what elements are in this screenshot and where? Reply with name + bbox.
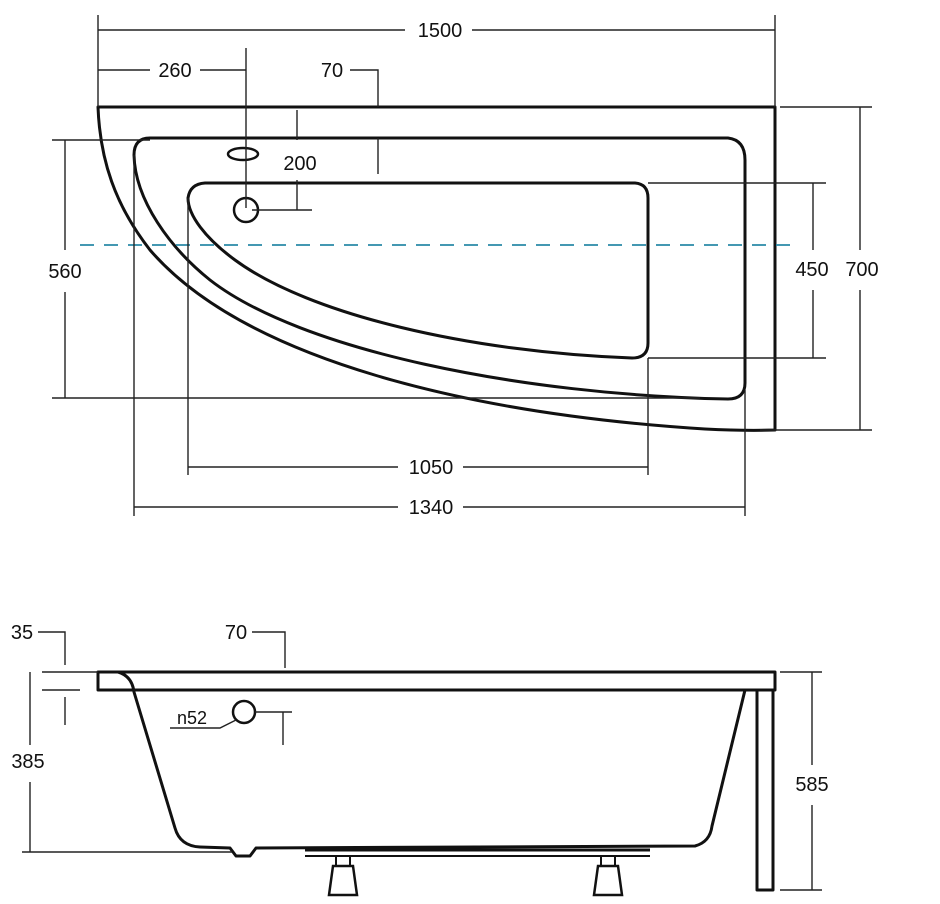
- dimension-waste-to-rim: 200: [252, 110, 317, 211]
- bottom-width-label: 450: [795, 259, 828, 281]
- inner-rim-width-label: 560: [48, 261, 81, 283]
- side-view: n52 35 70 385 585: [11, 622, 829, 897]
- side-rim-outline: [96, 670, 777, 692]
- inner-rim-length-label: 1340: [409, 497, 454, 519]
- waste-to-rim-label: 200: [283, 153, 316, 175]
- overflow-leader: [170, 719, 237, 729]
- side-overflow-hole-icon: [231, 699, 257, 725]
- side-body-outline: [117, 670, 747, 858]
- rim-width-top-label: 70: [321, 60, 343, 82]
- dimension-inner-rim-length: 1340: [133, 155, 746, 519]
- rim-thickness-label: 35: [11, 622, 33, 644]
- side-leg-left: [327, 855, 359, 897]
- dimension-bottom-length: 1050: [187, 198, 649, 479]
- side-support-panel: [755, 688, 775, 892]
- dimension-waste-offset: 260: [98, 48, 247, 208]
- dimension-rim-width-top: 70: [321, 60, 379, 174]
- overflow-label: n52: [177, 708, 207, 728]
- side-leg-right: [592, 855, 624, 897]
- dimension-outer-width: 700: [760, 106, 879, 431]
- overflow-hole-icon: [226, 146, 260, 162]
- tub-inner-rim-outline: [132, 136, 747, 401]
- dimension-inner-rim-width: 560: [48, 139, 700, 399]
- outer-width-label: 700: [845, 259, 878, 281]
- dimension-rim-width-side: 70: [225, 622, 286, 668]
- overflow-height-label: 385: [11, 751, 44, 773]
- top-view: 1500 260 70 200 560: [48, 15, 879, 519]
- dimension-total-height: 585: [780, 671, 829, 891]
- tub-outer-outline: [96, 105, 777, 432]
- rim-width-side-label: 70: [225, 622, 247, 644]
- overall-length-label: 1500: [418, 20, 463, 42]
- dimension-bottom-width: 450: [648, 182, 829, 359]
- dimension-overflow-height: 385: [11, 672, 232, 853]
- dimension-rim-thickness: 35: [11, 622, 98, 725]
- dimension-overall-length: 1500: [97, 15, 776, 107]
- bottom-length-label: 1050: [409, 457, 454, 479]
- waste-offset-label: 260: [158, 60, 191, 82]
- total-height-label: 585: [795, 774, 828, 796]
